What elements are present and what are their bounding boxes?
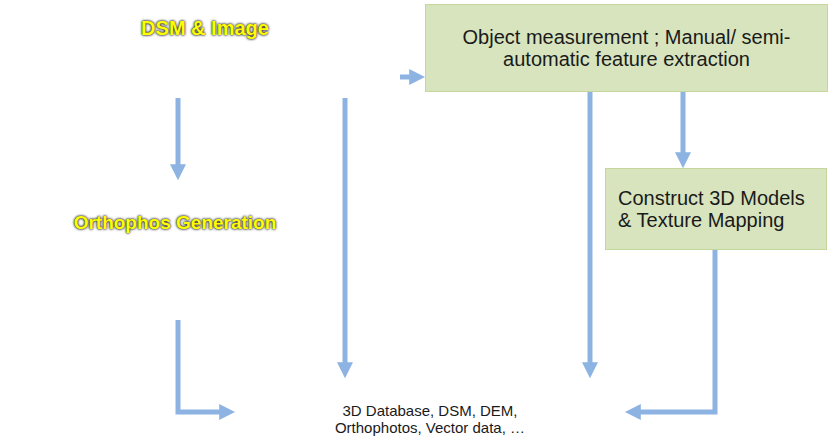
flow-arrow <box>681 92 686 157</box>
dsm-layer <box>0 5 398 81</box>
node-label: Orthophos Generation <box>0 212 350 233</box>
orthophoto-layer: Orthophos Generation <box>0 180 400 320</box>
cylinder-body <box>235 389 625 439</box>
orthophoto-image <box>0 180 398 318</box>
dsm-image-layers: DSM & Image <box>0 3 400 98</box>
cylinder-top <box>236 379 625 400</box>
database-cylinder: 3D Database, DSM, DEM, Orthophotos, Vect… <box>235 378 625 440</box>
flow-arrow <box>400 75 414 80</box>
process-box: Object measurement ; Manual/ semi-automa… <box>425 4 828 92</box>
node-label: Object measurement ; Manual/ semi-automa… <box>440 26 813 71</box>
flow-arrow <box>636 250 715 412</box>
flow-arrow <box>343 98 348 367</box>
node-label: 3D Database, DSM, DEM, Orthophotos, Vect… <box>325 403 535 437</box>
process-box: Construct 3D Models & Texture Mapping <box>605 168 827 250</box>
node-outline <box>0 180 400 320</box>
flow-arrow <box>178 320 224 412</box>
margin-rule <box>19 0 21 230</box>
node-label: DSM & Image <box>10 17 400 39</box>
node-label: Construct 3D Models & Texture Mapping <box>618 187 814 232</box>
flow-arrow <box>588 92 593 367</box>
flow-arrow <box>176 98 181 169</box>
